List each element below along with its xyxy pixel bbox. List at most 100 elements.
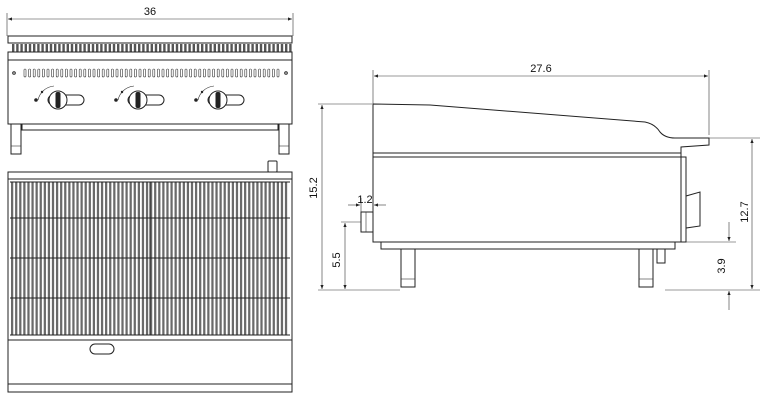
grate-tooth <box>33 44 36 52</box>
side-leg-front <box>400 248 416 288</box>
vent-slot <box>221 68 225 78</box>
vent-slot <box>249 68 252 78</box>
vent-slot <box>157 68 160 78</box>
grate-tooth <box>121 44 124 52</box>
grate-tooth <box>129 44 132 52</box>
burner-knob-icon[interactable] <box>34 85 85 110</box>
grate-tooth <box>217 44 221 52</box>
grate-tooth <box>117 44 120 52</box>
side-leg-rear <box>638 248 654 288</box>
grate-tooth <box>226 44 229 52</box>
grate-tooth <box>234 44 237 52</box>
grate-tooth <box>188 44 191 52</box>
grate-tooth <box>41 44 44 52</box>
vent-slot <box>226 68 229 78</box>
vent-slot <box>74 68 77 78</box>
panel-screw-left <box>12 71 16 75</box>
vent-slot <box>267 68 271 78</box>
front-top-rail <box>7 35 293 44</box>
vent-slot <box>32 68 36 78</box>
leg-height-label: 3.9 <box>716 258 728 273</box>
vent-slot <box>101 68 105 78</box>
front-leg-right <box>278 123 290 155</box>
vent-slot <box>37 68 41 78</box>
vent-slot <box>198 68 202 78</box>
vent-slot <box>180 68 183 78</box>
vent-slot <box>152 68 156 78</box>
vent-slot <box>207 68 211 78</box>
vent-slot <box>262 68 266 78</box>
burner-knob-icon[interactable] <box>114 85 165 110</box>
side-bracket <box>656 248 666 264</box>
grate-tooth <box>37 44 40 52</box>
grate-tooth <box>125 44 128 52</box>
grate-tooth <box>24 44 27 52</box>
grate-tooth <box>87 44 90 52</box>
grate-tooth <box>230 44 233 52</box>
grate-tooth <box>259 44 263 52</box>
grate-tooth <box>91 44 95 52</box>
vent-slot <box>184 68 188 78</box>
vent-slot <box>23 68 27 78</box>
grate-tooth <box>251 44 254 52</box>
vent-slot <box>235 68 238 78</box>
grate-tooth <box>264 44 267 52</box>
knob-height-label: 5.5 <box>331 252 343 267</box>
side-top-profile <box>372 103 710 154</box>
grate-tooth <box>268 44 271 52</box>
burner-knobs <box>34 85 245 110</box>
grate-tooth <box>12 44 15 52</box>
vent-slot <box>166 68 169 78</box>
vent-slot <box>78 68 82 78</box>
width-label: 36 <box>144 6 156 18</box>
grate-tooth <box>150 44 153 52</box>
vent-slot <box>124 68 128 78</box>
total-height-label: 15.2 <box>308 177 320 198</box>
grate-tooth <box>104 44 107 52</box>
depth-label: 27.6 <box>530 63 551 75</box>
vent-slot <box>88 68 91 78</box>
side-base <box>380 241 676 250</box>
grate-tooth <box>213 44 216 52</box>
vent-slot <box>138 68 142 78</box>
body-height-label: 12.7 <box>739 201 751 222</box>
vent-slot <box>193 68 197 78</box>
vent-slot <box>230 68 234 78</box>
side-knob-icon <box>360 211 374 233</box>
grate-tooth <box>184 44 187 52</box>
grate-tooth <box>79 44 82 52</box>
vent-slot <box>253 68 257 78</box>
grate-tooth <box>83 44 86 52</box>
burner-knob-icon[interactable] <box>194 85 245 110</box>
vent-slot <box>83 68 87 78</box>
grate-tooth <box>28 44 32 52</box>
grate-tooth <box>196 44 200 52</box>
front-view: 36 <box>6 6 294 155</box>
front-vent-slots <box>23 68 280 78</box>
grate-tooth <box>159 44 162 52</box>
grate-tooth <box>20 44 23 52</box>
side-view: 27.6 15.2 1.2 <box>308 63 760 310</box>
drip-tray-handle <box>89 343 115 355</box>
grate-tooth <box>247 44 250 52</box>
knob-offset-dimension: 1.2 <box>348 194 386 212</box>
grate-tooth <box>285 44 288 52</box>
top-knob-stub <box>267 160 278 173</box>
grate-tooth <box>222 44 225 52</box>
grate-tooth <box>146 44 149 52</box>
vent-slot <box>258 68 261 78</box>
vent-slot <box>216 68 220 78</box>
vent-slot <box>134 68 137 78</box>
front-grate-teeth <box>12 44 292 52</box>
grate-tooth <box>62 44 65 52</box>
body-height-dimension: 12.7 <box>665 137 760 291</box>
vent-slot <box>212 68 215 78</box>
leg-height-dimension: 3.9 <box>686 222 736 310</box>
grate-tooth <box>138 44 141 52</box>
panel-screw-right <box>284 71 288 75</box>
vent-slot <box>147 68 151 78</box>
vent-slot <box>115 68 119 78</box>
grate-tooth <box>96 44 99 52</box>
vent-slot <box>46 68 50 78</box>
front-mid-rail <box>7 51 293 61</box>
